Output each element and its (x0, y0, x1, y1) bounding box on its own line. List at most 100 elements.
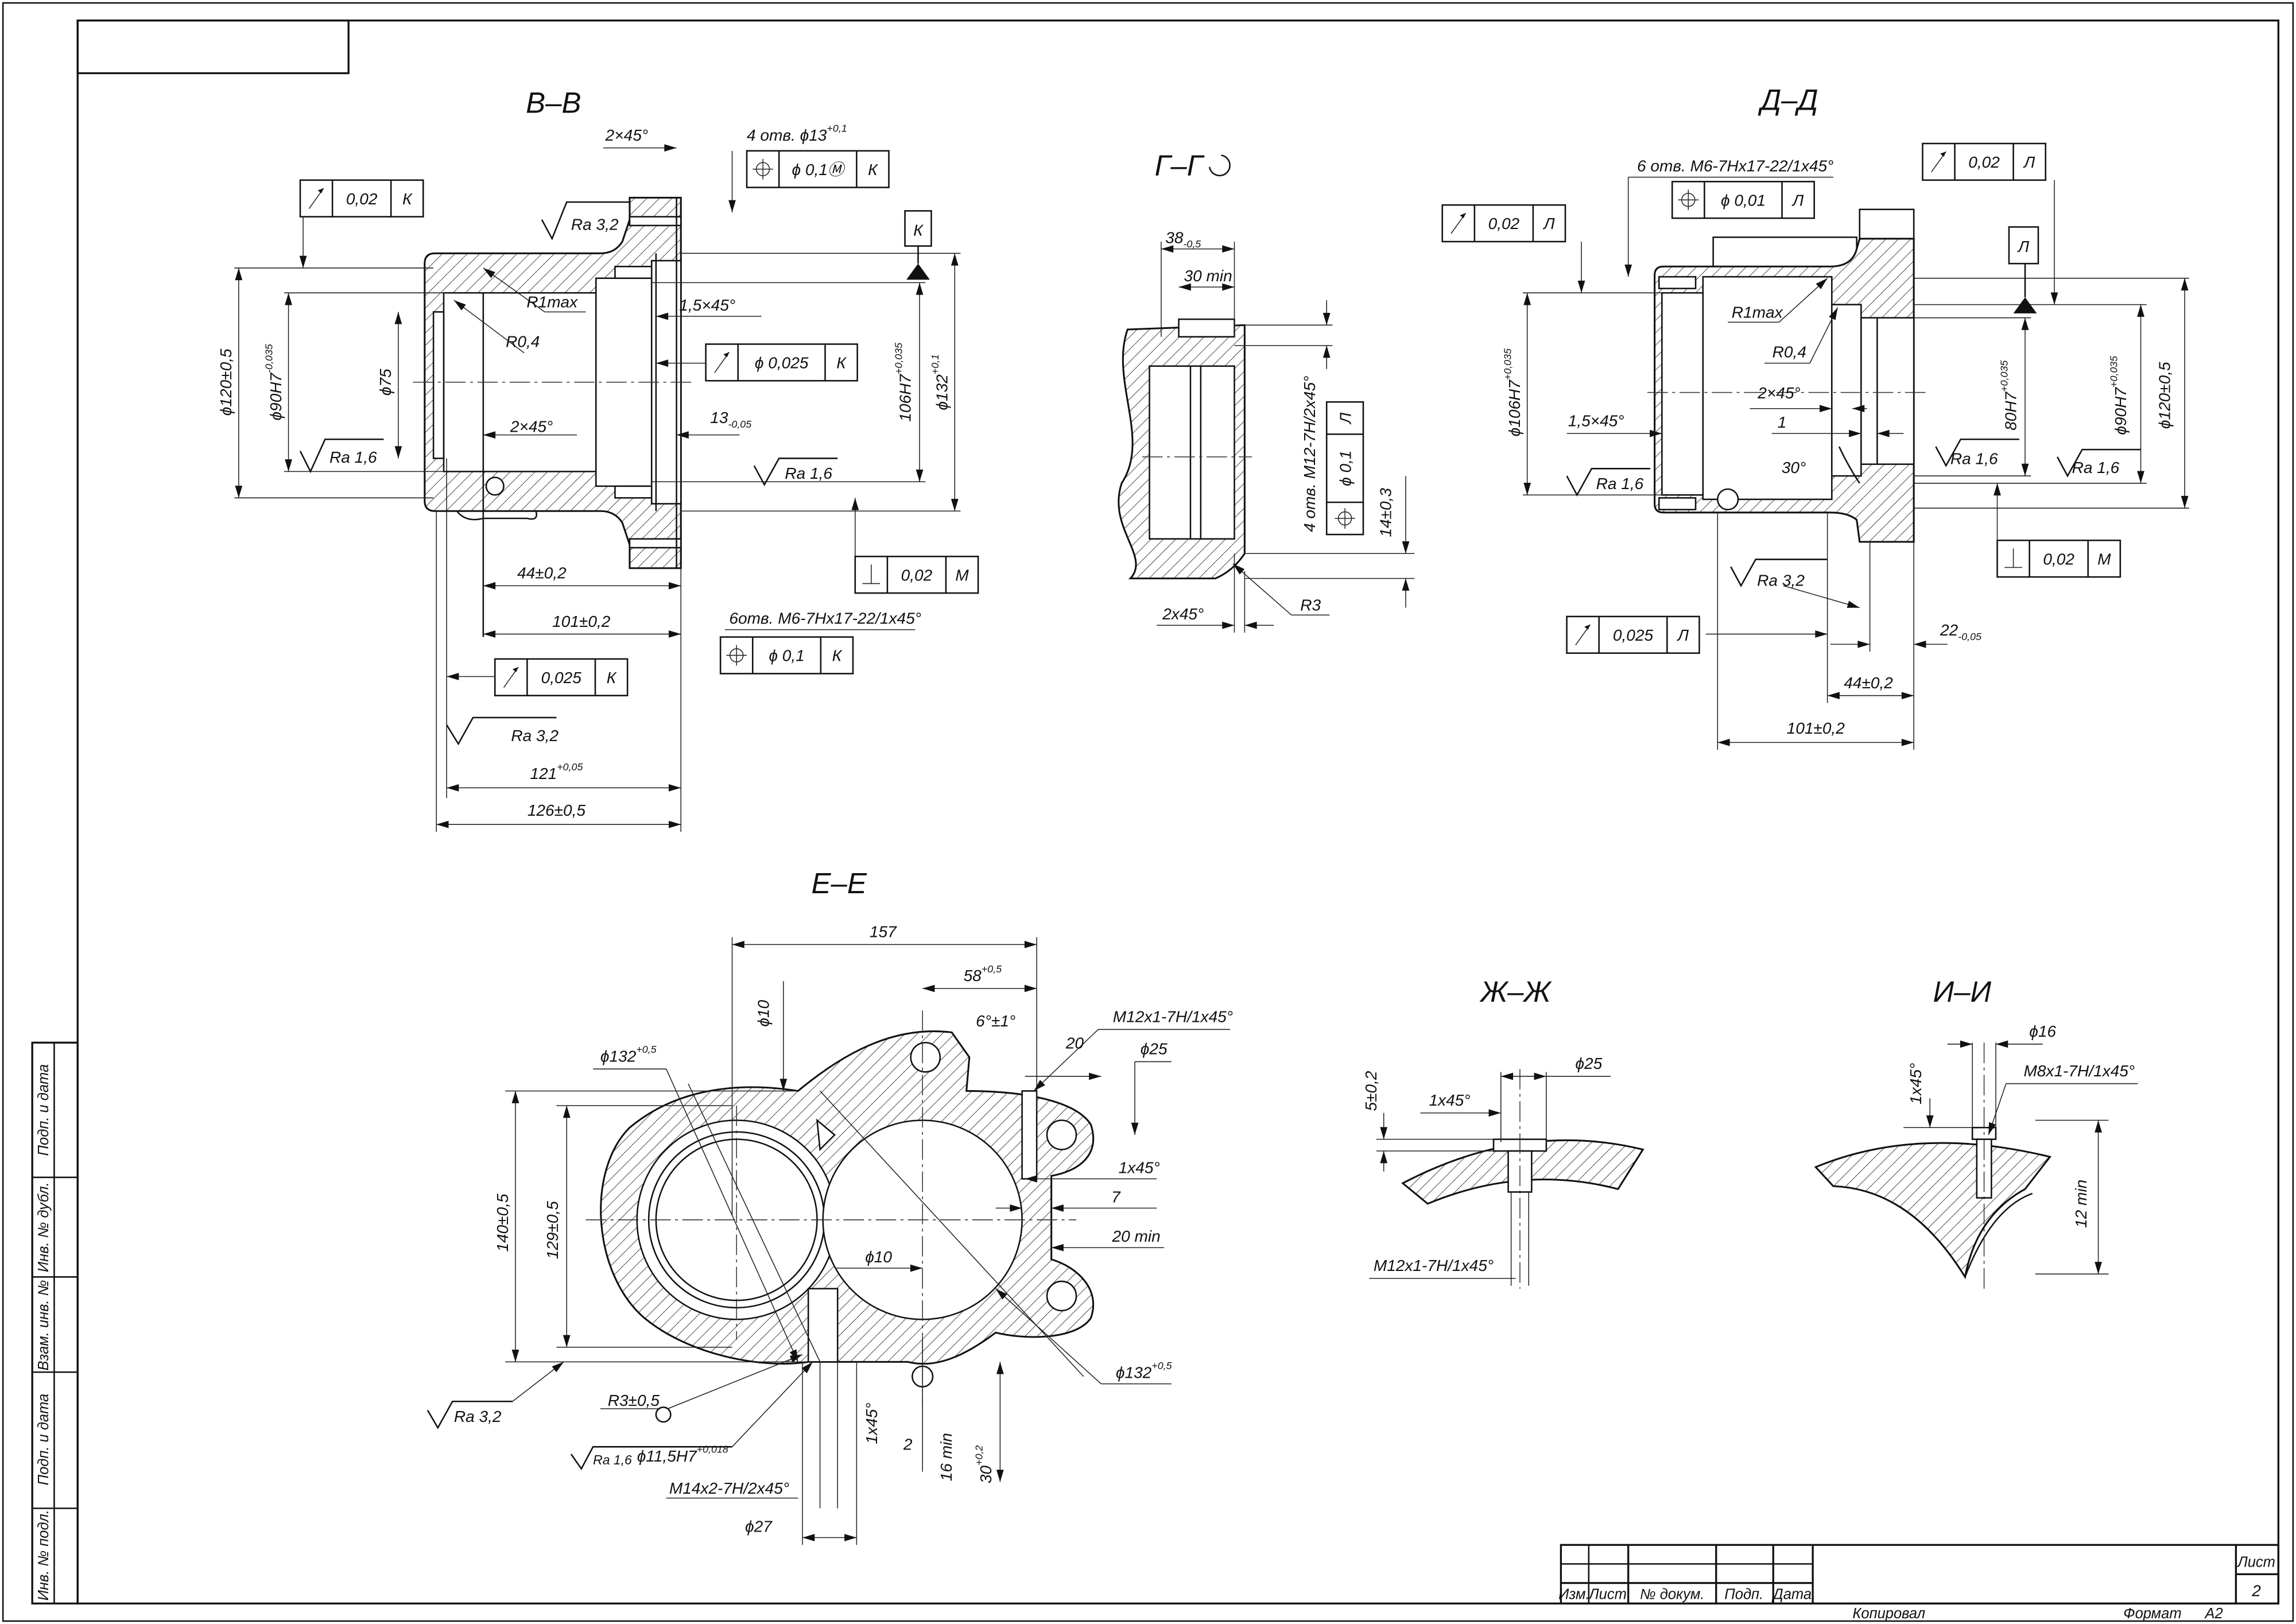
fcf-border (1922, 142, 2047, 181)
dim-d132: ϕ132+0,1 (929, 354, 951, 410)
fcf-datum: К (402, 190, 413, 208)
section-ee: Е–Е 157 58+0,5 ϕ10 6°±1° M12x1-7H/1x45° … (426, 867, 1233, 1545)
position-icon (753, 158, 773, 180)
fcf-border (1996, 540, 2122, 578)
fcf-tolerance: ϕ 0,01 (1721, 191, 1766, 209)
label-holes: 4 отв. M12-7H/2x45° (1301, 376, 1318, 532)
fcf-tolerance: 0,02 (1488, 215, 1520, 232)
label-ra: Ra 1,6 (329, 448, 377, 466)
fcf-runout: 0,02 К (299, 179, 424, 218)
dim-l14: 14±0,3 (1376, 488, 1394, 537)
datum-label: Л (2017, 238, 2030, 255)
fcf-tolerance: 0,02 (346, 190, 378, 208)
fcf-tolerance: 0,02 (1968, 153, 2000, 171)
dim-l126: 126±0,5 (528, 801, 586, 819)
label-ra: Ra 1,6 (1596, 475, 1644, 493)
dim-d80: 80H7+0,035 (1998, 361, 2019, 431)
section-dd: Д–Д ϕ106H7+0,035 80H7+0,035 ϕ90H7+0,035 … (1441, 83, 2189, 750)
label-d25: ϕ25 (1141, 1040, 1168, 1058)
section-title: Ж–Ж (1479, 975, 1552, 1008)
label-chamfer: 2×45° (1757, 384, 1800, 402)
stamp-label: Взам. инв. № (36, 1280, 52, 1371)
label-r04: R0,4 (1773, 343, 1806, 361)
label-l2: 2 (903, 1435, 913, 1453)
label-chamfer: 1,5×45° (1568, 412, 1624, 429)
label-angle: 30° (1782, 459, 1806, 476)
top-left-box (76, 20, 350, 75)
label-l5: 5±0,2 (1362, 1071, 1380, 1111)
fcf-runout: 0,025 Л (1566, 615, 1700, 654)
stamp-label: Инв. № дубл. (36, 1182, 52, 1272)
label-ra: Ra 3,2 (511, 727, 559, 745)
fcf-datum: К (868, 161, 878, 179)
fcf-border (719, 636, 854, 675)
fcf-datum: К (832, 647, 843, 665)
fcf-position: ϕ 0,1Л (1325, 401, 1364, 536)
dim-l129: 129±0,5 (544, 1201, 561, 1259)
label-min: 30 min (1184, 267, 1232, 285)
label-r3: R3±0,5 (608, 1392, 660, 1409)
label-d10: ϕ10 (865, 1248, 892, 1266)
fcf-tolerance: 0,025 (1613, 626, 1654, 644)
label-threads: 6отв. M6-7Hx17-22/1x45° (729, 610, 921, 627)
fcf-tolerance: 0,02 (2043, 550, 2074, 568)
fcf-border (1441, 204, 1566, 243)
section-title: Е–Е (812, 867, 867, 900)
label-d132: ϕ132+0,5 (1116, 1360, 1172, 1381)
label-one: 1 (1778, 413, 1787, 431)
dim-l157: 157 (870, 923, 897, 941)
label-chamfer: 1x45° (863, 1402, 881, 1444)
fcf-border (705, 343, 858, 382)
label-chamfer: 2×45° (510, 418, 553, 436)
side-stamp: Подп. и дата Инв. № дубл. Взам. инв. № П… (31, 1041, 79, 1604)
tb-header: Изм. (1558, 1587, 1589, 1603)
title-block: Изм. Лист № докум. Подп. Дата Лист 2 (1558, 1544, 2279, 1604)
fcf-border (854, 556, 979, 594)
dim-l44: 44±0,2 (517, 564, 567, 582)
label-thread: M8x1-7H/1x45° (2023, 1062, 2135, 1080)
dim-l58: 58+0,5 (964, 963, 1002, 985)
rotation-icon (1208, 154, 1231, 177)
label-r3: R3 (1300, 596, 1321, 614)
dim-d120: ϕ120±0,5 (2156, 362, 2174, 429)
label-r1max: R1max (1732, 304, 1783, 321)
datum-label: К (913, 222, 924, 239)
label-thread: M12x1-7H/1x45° (1374, 1257, 1494, 1274)
tb-header: № докум. (1640, 1587, 1704, 1603)
dim-d90: ϕ90H7+0,035 (2108, 356, 2130, 435)
stamp-label: Инв. № подл. (36, 1510, 52, 1600)
dim-d106: 106H7+0,035 (893, 343, 914, 422)
inner-frame (76, 20, 2279, 1604)
label-d16: ϕ16 (2029, 1022, 2056, 1040)
label-d115: ϕ11,5H7+0,018 (637, 1444, 728, 1465)
perpendicularity-icon (862, 564, 881, 584)
label-r04: R0,4 (506, 333, 540, 351)
label-chamfer: 1x45° (1907, 1063, 1925, 1104)
label-chamfer: 1,5×45° (679, 296, 735, 314)
label-thread: M12x1-7H/1x45° (1113, 1008, 1233, 1026)
tb-header: Дата (1771, 1587, 1812, 1603)
label-thread: M14x2-7H/2x45° (669, 1479, 789, 1497)
section-title: Г–Г (1155, 149, 1205, 182)
runout-icon (308, 188, 324, 209)
fcf-border (746, 150, 890, 188)
fcf-border (299, 179, 424, 218)
fcf-border (1566, 615, 1700, 654)
label-d25: ϕ25 (1575, 1055, 1602, 1072)
label-l20: 20 (1065, 1034, 1084, 1052)
fcf-datum: Л (2023, 153, 2035, 171)
section-zhzh: Ж–Ж ϕ25 5±0,2 1x45° M12x1-7H/1x45° (1362, 975, 1645, 1289)
section-ii: И–И ϕ16 M8x1-7H/1x45° 1x45° 12 min (1814, 975, 2138, 1289)
fcf-tolerance: ϕ 0,1Ⓜ (792, 161, 846, 179)
runout-icon (1575, 624, 1591, 646)
fcf-datum: Л (1677, 626, 1689, 644)
label-threads: 6 отв. M6-7Hx17-22/1x45° (1637, 157, 1833, 175)
fcf-tolerance: ϕ 0,025 (755, 354, 809, 372)
